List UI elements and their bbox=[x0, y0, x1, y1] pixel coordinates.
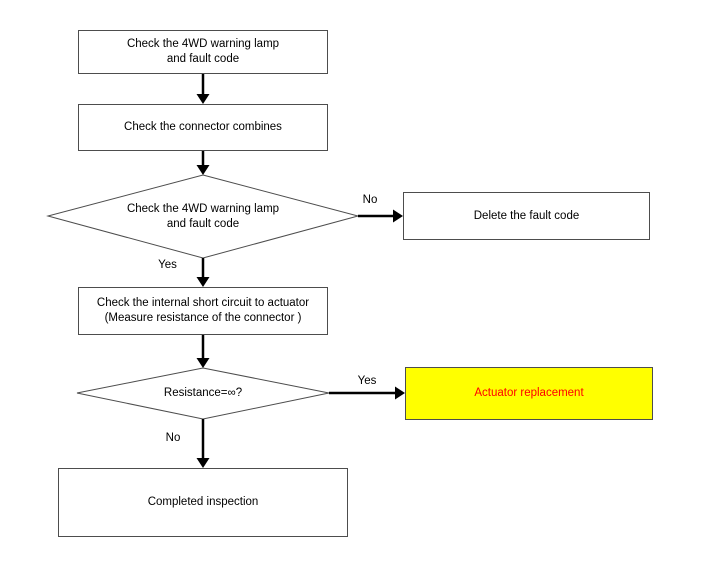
process-check-short-circuit-line2: (Measure resistance of the connector ) bbox=[104, 312, 302, 324]
process-actuator-replacement-label: Actuator replacement bbox=[474, 387, 584, 399]
arrow-decision-resistance-no bbox=[196, 419, 210, 468]
decision-warning-lamp-line2: and fault code bbox=[166, 218, 240, 230]
process-actuator-replacement: Actuator replacement bbox=[405, 367, 653, 420]
arrow-check-connector-to-decision-lamp bbox=[196, 151, 210, 175]
process-completed-inspection: Completed inspection bbox=[58, 468, 348, 537]
decision-resistance-label: Resistance=∞? bbox=[163, 387, 243, 399]
process-check-connector-label: Check the connector combines bbox=[124, 121, 282, 133]
edge-label-decision2-no: No bbox=[165, 432, 181, 444]
arrow-check-short-to-decision-resistance bbox=[196, 335, 210, 368]
process-check-short-circuit-line1: Check the internal short circuit to actu… bbox=[96, 297, 310, 309]
decision-resistance-text: Resistance=∞? bbox=[103, 386, 303, 401]
decision-warning-lamp-line1: Check the 4WD warning lamp bbox=[126, 203, 280, 215]
edge-label-decision2-yes: Yes bbox=[357, 375, 377, 387]
process-check-warning-lamp-line1: Check the 4WD warning lamp bbox=[126, 38, 280, 50]
process-delete-fault-code-label: Delete the fault code bbox=[473, 209, 580, 222]
process-check-short-circuit: Check the internal short circuit to actu… bbox=[78, 287, 328, 335]
process-delete-fault-code: Delete the fault code bbox=[403, 192, 650, 240]
process-completed-inspection-label: Completed inspection bbox=[147, 496, 259, 508]
arrow-decision-resistance-yes bbox=[329, 386, 405, 400]
process-check-warning-lamp: Check the 4WD warning lamp and fault cod… bbox=[78, 30, 328, 74]
edge-label-decision1-no: No bbox=[362, 194, 378, 206]
edge-label-decision1-yes: Yes bbox=[158, 259, 177, 271]
arrow-check-lamp-to-check-connector bbox=[196, 74, 210, 104]
arrow-decision-lamp-yes bbox=[196, 258, 210, 287]
process-check-warning-lamp-line2: and fault code bbox=[166, 53, 240, 65]
process-check-connector: Check the connector combines bbox=[78, 104, 328, 151]
decision-warning-lamp-text: Check the 4WD warning lamp and fault cod… bbox=[83, 202, 323, 232]
arrow-decision-lamp-no bbox=[358, 209, 403, 223]
